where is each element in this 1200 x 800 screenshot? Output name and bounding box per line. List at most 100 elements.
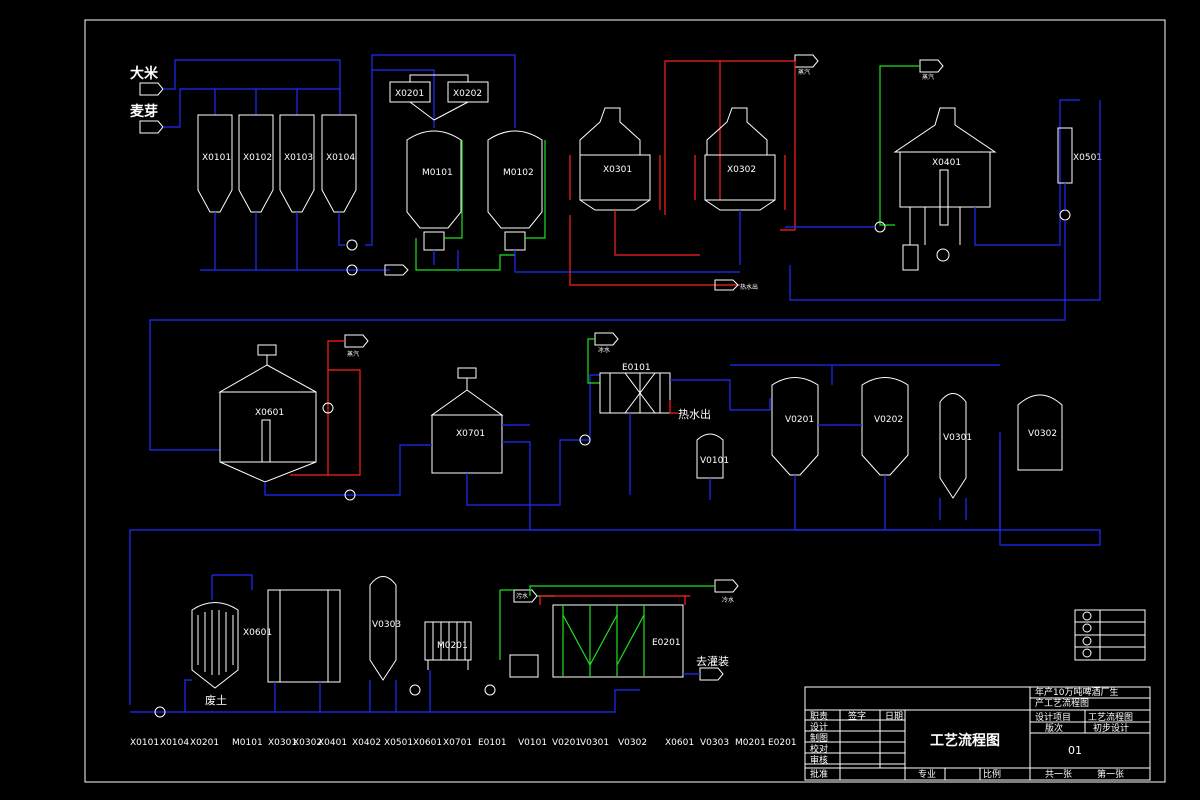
legend-code: X0601 [413,738,442,748]
return-line [789,100,1101,301]
cold-water-inlet-icon [714,579,739,593]
kettle-heater [261,419,271,463]
malt-arrow-icon [139,120,164,134]
pump-icon [484,684,496,696]
tank-v0301 [939,393,967,499]
sheet-filter-plates [279,590,329,682]
legend-code: X0601 [665,738,694,748]
steam-line-cookers [664,60,796,231]
steam-inlet-icon [794,54,819,68]
heat-exchanger [509,654,539,678]
legend-code: M0201 [735,738,766,748]
steam-line-kettle [290,340,361,476]
wort-transfer-line [149,183,1066,451]
label-v0101: V0101 [700,456,729,466]
pump-icon [346,239,358,251]
steam-line-pasteurizer [539,595,690,605]
silo-x0102 [238,114,274,213]
label-m0201: M0201 [437,641,468,651]
cold-water-line-a [499,589,555,660]
legend-code: V0303 [700,738,729,748]
legend-code: X0402 [352,738,381,748]
mill-m0101 [406,130,462,229]
version-value: 初步设计 [1093,722,1129,734]
silo-x0104 [321,114,357,213]
malt-label: 麦芽 [130,103,158,120]
title-block-cols [839,687,1086,780]
check-valve-icon [1082,636,1092,646]
filter-inlet [211,574,253,600]
wastewater-inlet-icon [513,589,538,603]
label-e0201: E0201 [652,638,681,648]
row-header: 审核 [810,754,828,766]
steam-inlet-icon [344,334,369,348]
major-label: 专业 [918,768,936,780]
regulator-icon [1082,648,1092,658]
steam-label-1: 蒸汽 [798,68,810,76]
transfer-line [365,54,516,246]
whirlpool-to-cooler [466,374,600,506]
sheet-filter-x0601 [267,589,341,683]
hopper-connectors [409,74,469,121]
label-x0301: X0301 [603,165,632,175]
signature-rows [805,719,905,765]
legend-code: X0101 [130,738,159,748]
label-x0601: X0601 [255,408,284,418]
tank-v0302 [1017,394,1063,471]
label-x0101: X0101 [202,153,231,163]
label-x0401: X0401 [932,158,961,168]
cooker-x0302-jacket [694,155,786,210]
legend-code: X0501 [384,738,413,748]
hot-water-outlet-icon [714,279,739,291]
scale-label: 比例 [983,768,1001,780]
pump-icon [346,264,358,276]
kettle-top [218,355,317,393]
wort-kettle-x0601 [219,391,317,463]
legend-code: M0101 [232,738,263,748]
pump-icon [344,489,356,501]
title-block-rows [805,697,1150,769]
cold-water-label: 冷水 [722,596,734,604]
cooker-x0302-top [706,107,768,156]
rice-label: 大米 [130,65,159,82]
label-x0103: X0103 [284,153,313,163]
row-header: 批准 [810,768,828,780]
silo-x0101 [197,114,233,213]
plate-cooler-e0101 [599,372,671,414]
pasteurizer-e0201 [552,604,684,678]
kettle-bottom [219,461,317,483]
cooker-x0301-bottom [579,199,651,211]
silo-feed-lines [214,89,341,115]
legend-code: V0301 [580,738,609,748]
whirlpool-vent [457,367,477,379]
project-line-2: 产工艺流程图 [1035,697,1089,709]
equipment-drains [184,670,431,712]
label-x0701: X0701 [456,429,485,439]
kettle-to-whirlpool [264,444,432,496]
symbol-legend-grid [1075,610,1145,660]
row-header: 设计 [810,721,828,733]
label-x0102: X0102 [243,153,272,163]
label-x0601b: X0601 [243,628,272,638]
pump-icon [409,684,421,696]
whirlpool-x0701 [431,414,503,474]
legend-code: V0201 [552,738,581,748]
title-block: 年产10万吨啤酒厂生 产工艺流程图 设计项目 工艺流程图 版次 初步设计 01 … [804,686,1151,781]
design-item-label: 设计项目 [1035,711,1071,723]
label-v0201: V0201 [785,415,814,425]
fermenter-v0202 [861,377,909,476]
cooler-outlet-line [670,379,771,411]
lauter-x0401 [899,151,991,208]
steam-valve-icon [322,402,334,414]
lauter-x0401-top [893,107,997,153]
waste-soil-label: 废土 [205,693,227,707]
legend-code: E0101 [478,738,507,748]
silo-x0103 [279,114,315,213]
transfer-line-2 [372,69,435,128]
label-x0104: X0104 [326,153,355,163]
legend-code: X0201 [190,738,219,748]
sheet-number: 第一张 [1097,768,1124,780]
valve-icon [1082,623,1092,633]
water-line-lauter [879,65,920,226]
